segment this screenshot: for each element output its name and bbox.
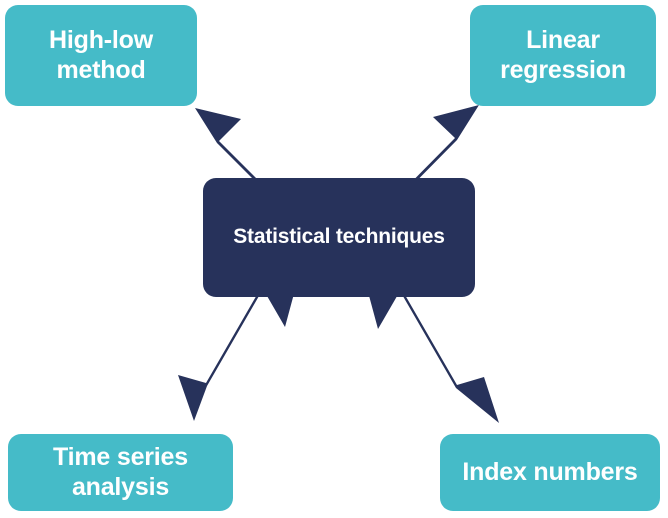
node-index-numbers[interactable]: Index numbers	[440, 434, 660, 511]
node-statistical-techniques-label: Statistical techniques	[233, 225, 445, 249]
node-index-numbers-label: Index numbers	[462, 457, 638, 486]
node-statistical-techniques[interactable]: Statistical techniques	[203, 178, 475, 297]
